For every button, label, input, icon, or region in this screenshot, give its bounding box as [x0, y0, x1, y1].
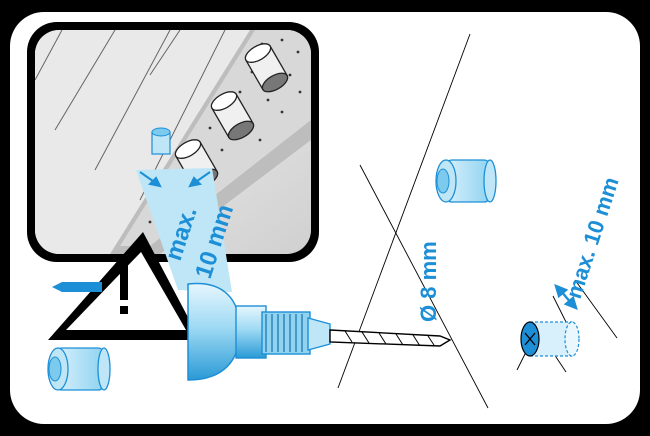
diameter-label: Ø 8 mm: [416, 241, 441, 322]
plug-icon: [48, 348, 110, 390]
sleeve-icon: [521, 322, 579, 356]
plug-icon: [436, 160, 496, 202]
plug-icon: [152, 128, 170, 154]
